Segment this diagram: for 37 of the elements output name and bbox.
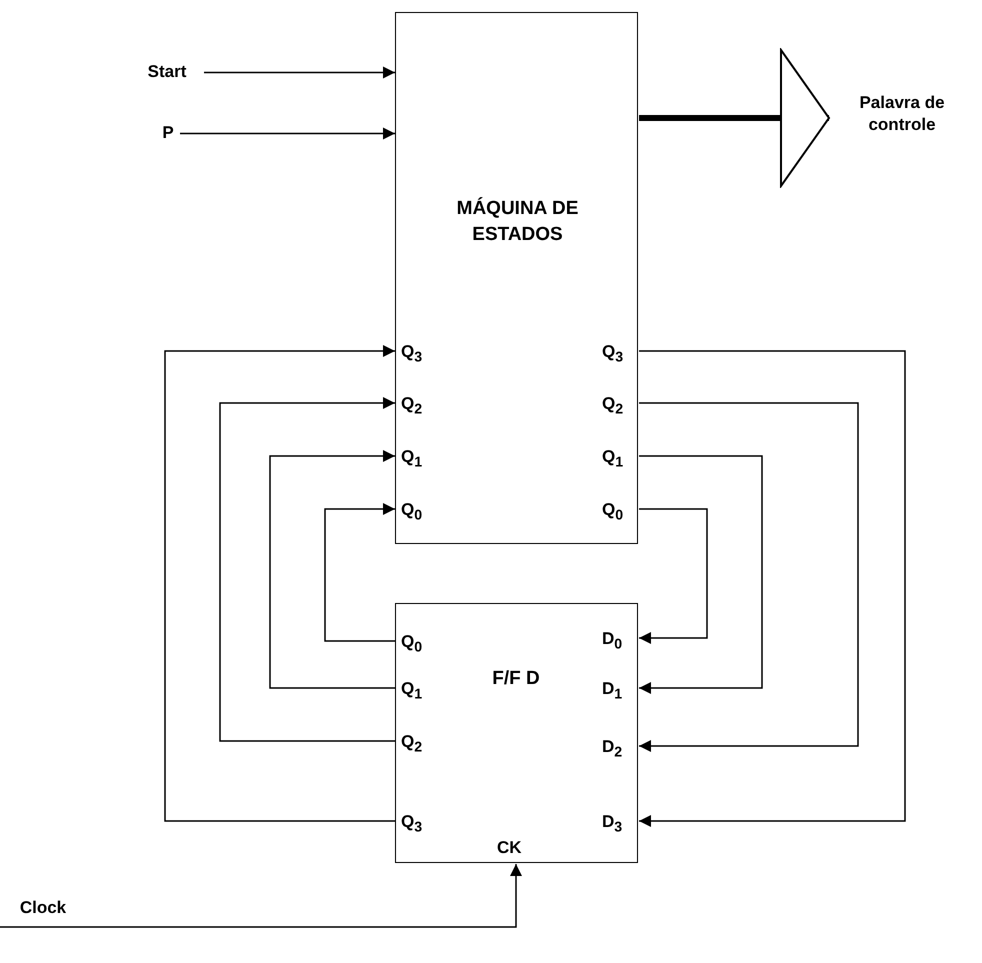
pin-label: Q$_{1}$ [401,446,429,468]
block-title: F/F D [491,667,541,691]
arrow [219,397,395,742]
arrow [639,508,708,644]
pin-label: CK [497,837,537,859]
pin-label: Q$_{0}$ [401,499,429,521]
pin-label: Q$_{2}$ [602,393,630,415]
pin-label: Q$_{0}$ [602,499,630,521]
pin-label: Q$_{1}$ [401,678,429,700]
arrow [180,128,395,140]
pin-label: D$_{1}$ [602,678,630,700]
signal-label: Clock [8,897,78,919]
pin-label: Q$_{1}$ [602,446,630,468]
pin-label: Q$_{2}$ [401,731,429,753]
block-box [395,603,638,863]
signal-label: P [158,122,178,144]
signal-label: Start [132,61,202,83]
arrow [324,503,395,642]
arrow [0,864,522,928]
pin-label: D$_{3}$ [602,811,630,833]
arrow [639,455,763,694]
arrow [639,350,906,827]
arrow [639,402,859,752]
pin-label: Q$_{2}$ [401,393,429,415]
pin-label: Q$_{3}$ [602,341,630,363]
pin-label: Q$_{0}$ [401,631,429,653]
pin-label: D$_{2}$ [602,736,630,758]
signal-label: Palavra de controle [831,92,973,144]
block-box [395,12,638,544]
arrow [204,66,395,78]
arrow [269,450,395,689]
block-title: MÁQUINA DE ESTADOS [456,196,580,247]
pin-label: D$_{0}$ [602,628,630,650]
pin-label: Q$_{3}$ [401,341,429,363]
arrow [164,345,395,822]
pin-label: Q$_{3}$ [401,811,429,833]
bus-arrow [639,49,830,187]
